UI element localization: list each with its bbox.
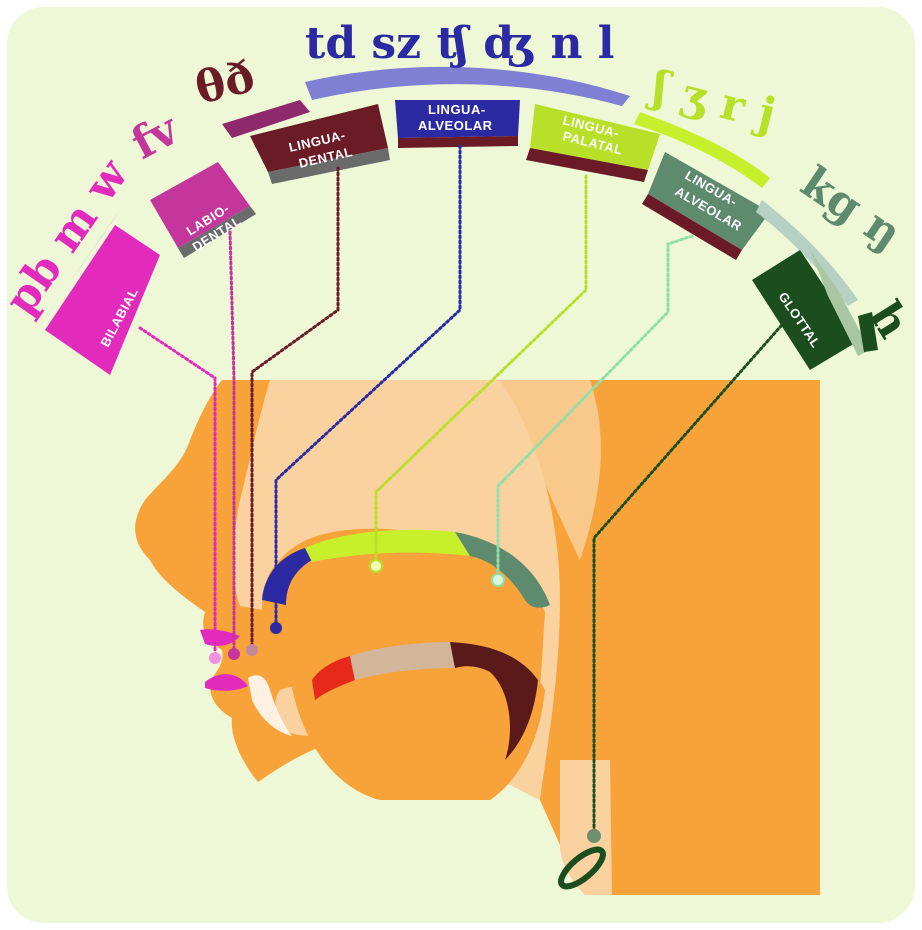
endpoint-bilabial [209, 652, 221, 664]
endpoint-linguadental [246, 644, 258, 656]
phonemes-alveolar-front: td sz ʧ ʤ n l [305, 18, 614, 69]
endpoint-velar [492, 574, 504, 586]
endpoint-alveolar-front [270, 622, 282, 634]
endpoint-glottal [587, 829, 601, 843]
label-alveolar-front-1: LINGUA- [428, 102, 486, 117]
label-alveolar-front-2: ALVEOLAR [418, 118, 493, 133]
endpoint-linguapalatal [370, 560, 382, 572]
band-alveolar-front-stripe [398, 136, 518, 148]
endpoint-labiodental [228, 648, 240, 660]
